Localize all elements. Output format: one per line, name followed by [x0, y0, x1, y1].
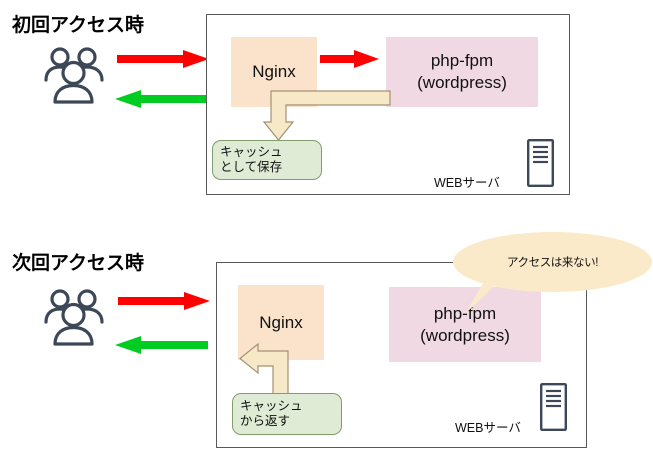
- php-fpm-label-line1: php-fpm: [430, 51, 494, 71]
- request-arrow-red: [117, 48, 212, 72]
- web-server-label: WEBサーバ: [455, 421, 521, 435]
- section-title-next-access: 次回アクセス時: [12, 253, 145, 274]
- cache-store-label-line1: キャッシュ: [220, 145, 283, 160]
- section-first-access: 初回アクセス時: [0, 0, 653, 215]
- response-arrow-green: [108, 334, 208, 358]
- cache-return-label-line2: から返す: [240, 414, 291, 428]
- php-fpm-box: php-fpm (wordpress): [386, 37, 538, 107]
- request-arrow-red: [118, 290, 213, 314]
- php-fpm-label-line2: (wordpress): [420, 325, 510, 345]
- people-group-icon: [42, 46, 106, 104]
- cache-return-label-line1: キャッシュ: [240, 399, 303, 414]
- nginx-label: Nginx: [259, 312, 303, 332]
- php-fpm-label-line1: php-fpm: [433, 303, 497, 323]
- speech-bubble: アクセスは来ない!: [453, 232, 652, 292]
- php-fpm-label-line2: (wordpress): [417, 73, 507, 92]
- speech-bubble-text: アクセスは来ない!: [506, 257, 599, 269]
- nginx-box: Nginx: [238, 285, 324, 360]
- section-next-access: 次回アクセス時: [0, 230, 653, 459]
- store-to-cache-arrow: [262, 88, 391, 144]
- cache-store-label-line2: として保存: [220, 160, 283, 174]
- nginx-label: Nginx: [252, 62, 296, 82]
- people-group-icon: [42, 288, 106, 346]
- response-arrow-green: [108, 88, 208, 112]
- section-title-first-access: 初回アクセス時: [12, 15, 145, 36]
- server-tower-icon: [527, 139, 555, 187]
- cache-return-box: キャッシュ から返す: [232, 393, 342, 435]
- nginx-to-php-arrow-red: [320, 48, 382, 72]
- server-tower-icon: [540, 383, 568, 431]
- cache-store-box: キャッシュ として保存: [212, 140, 322, 180]
- web-server-label: WEBサーバ: [434, 176, 500, 190]
- cache-to-nginx-arrow: [238, 338, 300, 400]
- php-fpm-box: php-fpm (wordpress): [389, 287, 541, 362]
